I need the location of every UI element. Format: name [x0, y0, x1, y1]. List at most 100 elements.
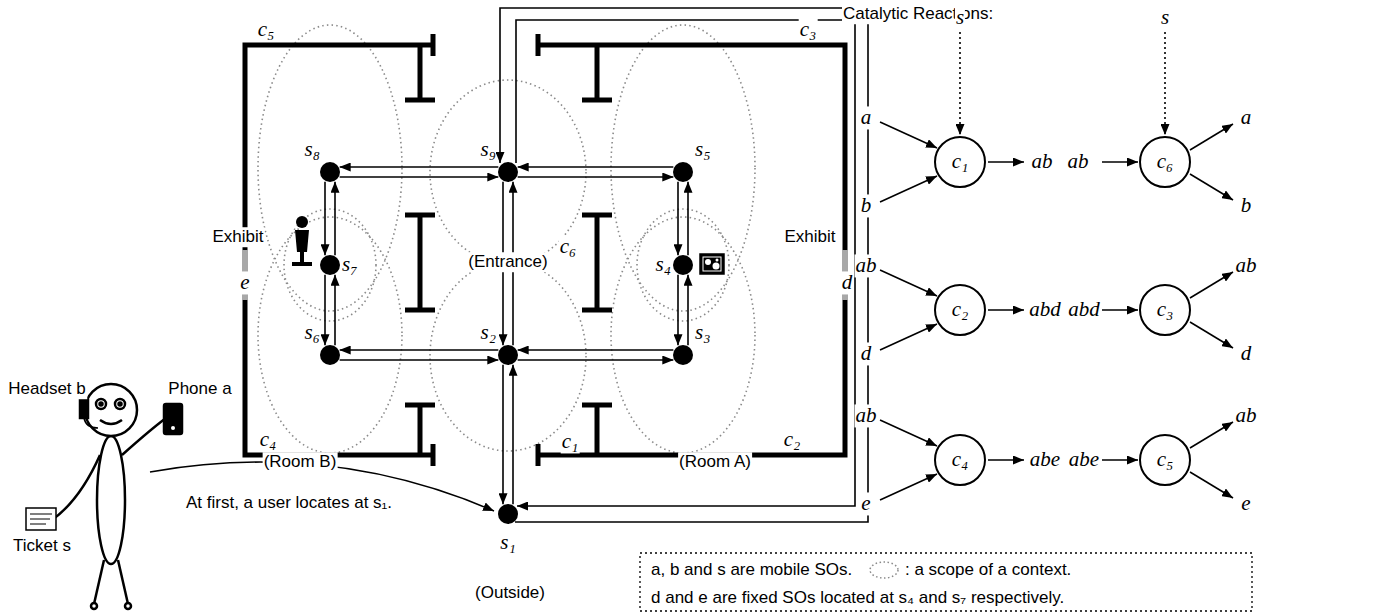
catalyst-circle: c₄ [934, 434, 986, 486]
text-label: Headset b [7, 379, 87, 399]
reaction-arrow [880, 420, 937, 446]
walls [245, 34, 845, 466]
statue-head [296, 216, 308, 228]
catalyst-label: c₃ [1157, 298, 1174, 321]
movement-arrow [518, 349, 674, 351]
reaction-arrow [1102, 309, 1138, 311]
scope-ellipse [637, 209, 729, 321]
movement-arrow [500, 8, 868, 522]
text-label: ab [855, 404, 878, 427]
location-dot: s₂ [498, 345, 518, 365]
catalyst-label: c₅ [1157, 448, 1174, 471]
movement-arrow [502, 365, 504, 505]
text-label: d and e are fixed SOs located at s₄ and … [650, 588, 1065, 608]
text-label: ab [855, 254, 878, 277]
movement-arrow [340, 359, 499, 361]
legend-box [640, 553, 1252, 611]
movement-arrow [324, 182, 326, 256]
movement-arrow [334, 182, 336, 256]
text-label: At first, a user locates at s₁. [185, 493, 393, 513]
reaction-arrow [880, 324, 937, 350]
text-label: ab [1067, 150, 1090, 173]
body [97, 436, 125, 564]
text-label: abd [1067, 298, 1101, 321]
text-label: b [1240, 194, 1253, 217]
reaction-arrow [1190, 174, 1233, 200]
text-label: (Entrance) [467, 252, 548, 272]
catalyst-label: c₄ [952, 448, 969, 471]
reaction-arrow [1190, 272, 1233, 298]
reaction-arrow [988, 459, 1024, 461]
location-dot: s₃ [673, 345, 693, 365]
text-label: ab [1235, 404, 1258, 427]
reaction-arrow [1190, 472, 1233, 498]
movement-arrow [518, 359, 674, 361]
movement-arrow [340, 349, 499, 351]
catalyst-circle: c₆ [1139, 136, 1191, 188]
text-label: Exhibit [783, 227, 836, 247]
location-dot: s₁ [498, 504, 518, 524]
scope-ellipse [258, 25, 402, 311]
legend-frame [640, 553, 1252, 611]
wall [405, 45, 612, 100]
movement-arrow [677, 182, 679, 256]
legend-swatch [867, 559, 901, 581]
text-label: d [841, 271, 854, 294]
headset-icon [80, 400, 88, 418]
reaction-arrow [1190, 322, 1233, 348]
text-label: (Room B) [263, 452, 338, 472]
movement-arrow [340, 176, 499, 178]
text-label: (Room A) [678, 452, 752, 472]
user-figure [26, 384, 182, 609]
text-label: b [860, 194, 873, 217]
text-label: ab [1031, 150, 1054, 173]
movement-arrow [512, 365, 514, 505]
ticket-lines [30, 514, 52, 524]
headset-mic [84, 418, 98, 428]
catalyst-label: c₂ [952, 298, 969, 321]
text-label: ab [1235, 254, 1258, 277]
legend-text: : a scope of a context. [905, 560, 1071, 580]
movement-arrow [516, 20, 855, 506]
text-label: c₁ [561, 430, 580, 453]
pupil [100, 403, 103, 406]
reaction-arrow [1102, 161, 1138, 163]
foot [125, 603, 131, 609]
movement-arrow [324, 275, 326, 346]
reaction-arrow [1190, 124, 1233, 150]
wall [405, 405, 612, 455]
text-label: abe [1068, 448, 1100, 471]
painting-blob [705, 259, 711, 265]
context-scopes [258, 25, 755, 453]
text-label: d [860, 342, 873, 365]
painting-icon [700, 254, 724, 274]
reaction-arrow [988, 161, 1024, 163]
text-label: Catalytic Reactions: [842, 4, 994, 24]
wall-end [433, 34, 538, 466]
movement-arrow [518, 166, 674, 168]
movement-arrow [677, 275, 679, 346]
text-label: e [1240, 492, 1251, 515]
text-label: (Outside) [474, 583, 546, 603]
location-label: s₆ [305, 321, 320, 344]
statue-icon [292, 216, 312, 266]
text-label: c₂ [783, 428, 802, 451]
movement-arrow [334, 275, 336, 346]
foot [91, 603, 97, 609]
painting-canvas [703, 257, 721, 271]
location-dot: s₆ [320, 345, 340, 365]
location-dot: s₅ [673, 162, 693, 182]
location-label: s₃ [695, 321, 710, 344]
leg [94, 560, 104, 604]
movement-arrow [518, 176, 674, 178]
painting-blob [713, 263, 720, 270]
wall [245, 45, 433, 455]
location-label: s₁ [500, 531, 515, 554]
painting-blob [716, 259, 719, 262]
text-label: a [860, 106, 873, 129]
location-label: s₉ [481, 138, 496, 161]
catalyst-circle: c₁ [934, 136, 986, 188]
text-label: c₃ [799, 18, 818, 41]
location-dot: s₄ [673, 255, 693, 275]
